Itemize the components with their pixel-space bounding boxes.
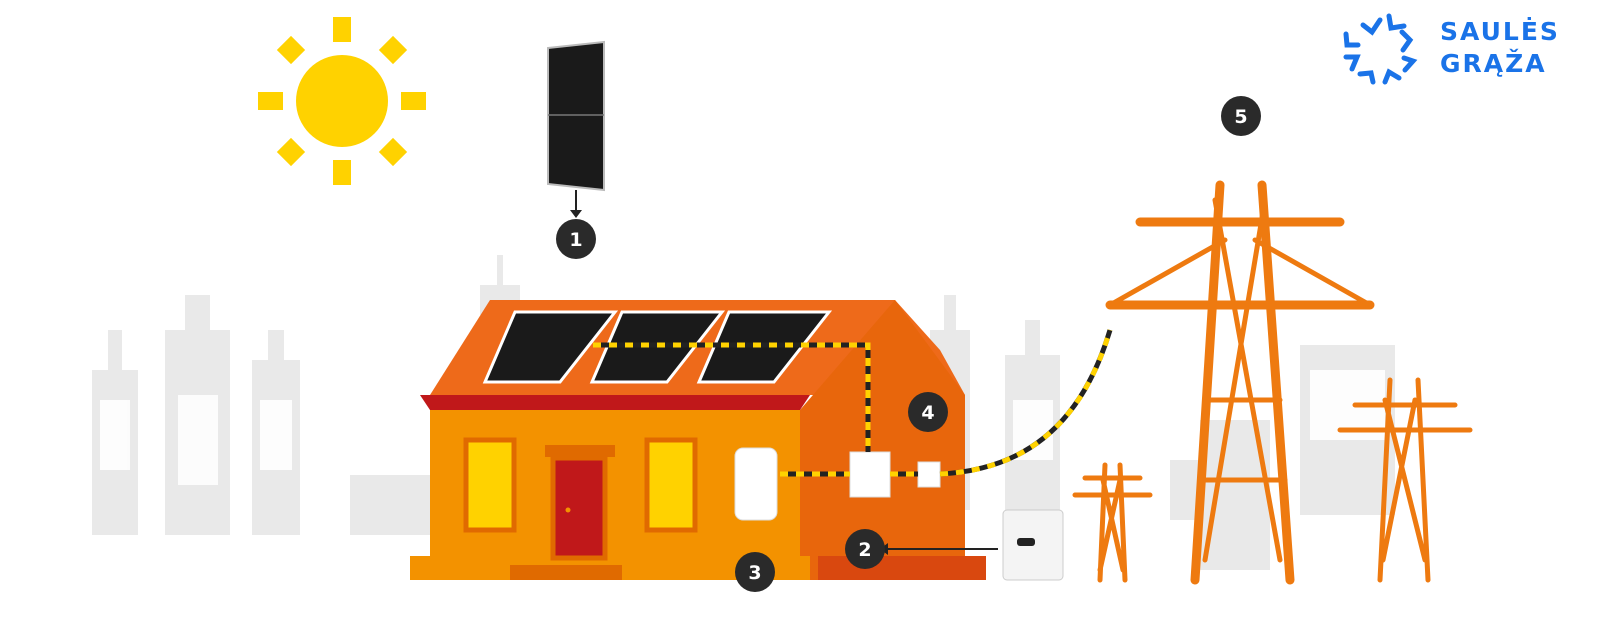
svg-text:1: 1 (569, 229, 582, 251)
power-pylons (1072, 180, 1473, 585)
cables (593, 329, 1113, 477)
svg-text:3: 3 (748, 562, 761, 584)
badge-2: 2 (845, 529, 885, 569)
svg-text:5: 5 (1234, 106, 1247, 128)
sun-icon (258, 17, 426, 185)
logo[interactable]: SAULĖS GRĄŽA (1440, 16, 1560, 80)
solar-panel-icon (547, 40, 605, 218)
inverter-icon (880, 509, 1064, 581)
svg-text:2: 2 (858, 539, 871, 561)
badge-1: 1 (556, 219, 596, 259)
svg-text:4: 4 (921, 402, 934, 424)
badge-4: 4 (908, 392, 948, 432)
logo-line-1: SAULĖS (1440, 17, 1560, 46)
badge-5: 5 (1221, 96, 1261, 136)
house (410, 300, 986, 580)
logo-line-2: GRĄŽA (1440, 49, 1547, 78)
logo-sun-icon (1343, 13, 1418, 85)
badge-3: 3 (735, 552, 775, 592)
